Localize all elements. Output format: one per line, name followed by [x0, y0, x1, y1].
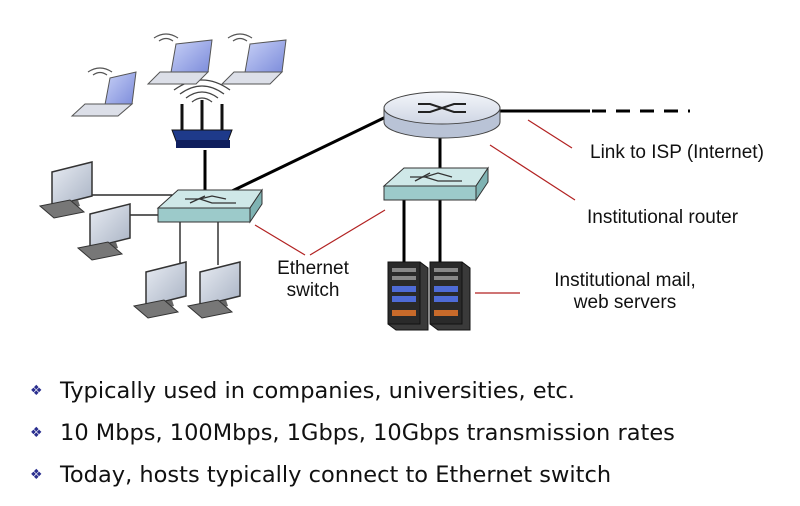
desktop-pc-3 [132, 261, 187, 319]
callout-lines [254, 119, 576, 294]
laptop-3 [220, 33, 287, 85]
diamond-bullet-icon: ❖ [30, 383, 43, 399]
ethernet-switch-label: Ethernet switch [258, 258, 368, 302]
mail-server [387, 261, 429, 331]
diamond-bullet-icon: ❖ [30, 425, 43, 441]
web-server [429, 261, 471, 331]
router-label: Institutional router [587, 207, 739, 228]
bullet-text: Today, hosts typically connect to Ethern… [60, 462, 612, 488]
bullet-list: ❖ Typically used in companies, universit… [30, 370, 675, 496]
isp-link-label: Link to ISP (Internet) [590, 142, 764, 163]
servers-label: Institutional mail, web servers [540, 270, 710, 314]
server-switch [382, 166, 489, 202]
laptop-2 [146, 33, 213, 85]
diamond-bullet-icon: ❖ [30, 467, 43, 483]
bullet-item: ❖ Typically used in companies, universit… [30, 370, 675, 412]
ethernet-switch [156, 188, 263, 224]
servers-label-line1: Institutional mail, [554, 270, 696, 291]
desktop-pc-4 [186, 261, 241, 319]
network-diagram [38, 33, 690, 331]
network-cables [203, 109, 590, 262]
bullet-item: ❖ Today, hosts typically connect to Ethe… [30, 454, 675, 496]
wireless-access-point [171, 79, 233, 148]
laptop-1 [70, 67, 137, 117]
host-cables [90, 194, 219, 265]
bullet-item: ❖ 10 Mbps, 100Mbps, 1Gbps, 10Gbps transm… [30, 412, 675, 454]
bullet-text: 10 Mbps, 100Mbps, 1Gbps, 10Gbps transmis… [60, 420, 675, 446]
institutional-router [383, 91, 501, 139]
desktop-pc-1 [38, 161, 93, 219]
ethernet-switch-label-line2: switch [286, 280, 340, 301]
servers-label-line2: web servers [573, 292, 677, 313]
ethernet-switch-label-line1: Ethernet [277, 258, 349, 279]
desktop-pc-2 [76, 203, 131, 261]
bullet-text: Typically used in companies, universitie… [60, 378, 575, 404]
